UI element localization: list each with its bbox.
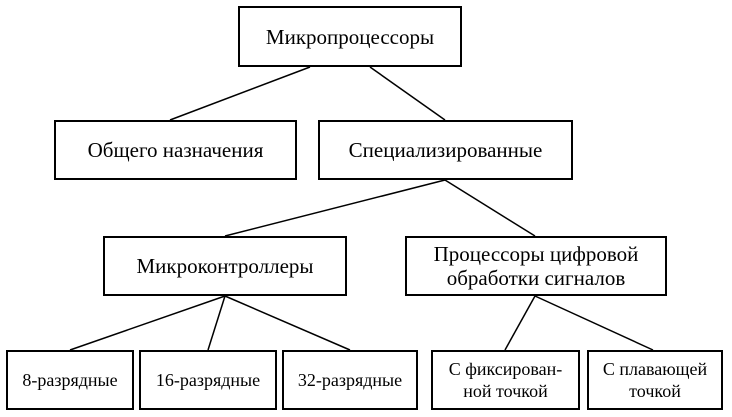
edge-dsp-fixed — [504, 295, 536, 351]
node-fixed-point-label: С фиксирован-ной точкой — [448, 359, 563, 401]
node-specialized-label: Специализированные — [348, 138, 543, 162]
edge-mcu-bit32 — [224, 295, 351, 351]
edge-mcu-bit8 — [69, 295, 226, 351]
edge-dsp-float — [534, 295, 654, 351]
edge-root-special — [369, 66, 446, 121]
node-floating-point-label: С плавающей точкой — [602, 359, 708, 401]
node-microcontrollers: Микроконтроллеры — [103, 236, 347, 296]
node-dsp-label: Процессоры цифровой обработки сигналов — [433, 242, 639, 290]
edge-mcu-bit16 — [207, 295, 226, 351]
node-8-bit: 8-разрядные — [6, 350, 134, 410]
node-32-bit-label: 32-разрядные — [297, 370, 403, 390]
node-general-purpose: Общего назначения — [54, 120, 297, 180]
node-microprocessors-label: Микропроцессоры — [265, 24, 435, 49]
node-microcontrollers-label: Микроконтроллеры — [136, 254, 314, 278]
edge-root-general — [169, 66, 311, 121]
node-fixed-point: С фиксирован-ной точкой — [431, 350, 580, 410]
node-specialized: Специализированные — [318, 120, 573, 180]
node-dsp: Процессоры цифровой обработки сигналов — [405, 236, 667, 296]
node-microprocessors: Микропроцессоры — [238, 6, 462, 67]
edge-special-mcu — [224, 179, 446, 237]
node-general-purpose-label: Общего назначения — [87, 138, 264, 162]
node-8-bit-label: 8-разрядные — [22, 370, 118, 390]
node-32-bit: 32-разрядные — [282, 350, 418, 410]
edge-special-dsp — [444, 179, 536, 237]
node-floating-point: С плавающей точкой — [587, 350, 723, 410]
node-16-bit-label: 16-разрядные — [155, 370, 261, 390]
node-16-bit: 16-разрядные — [139, 350, 277, 410]
